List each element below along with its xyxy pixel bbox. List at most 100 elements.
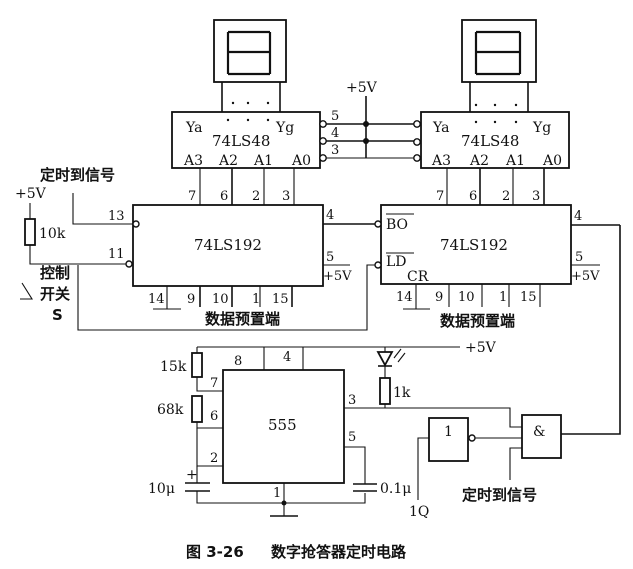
input-a0: A0 — [542, 153, 562, 169]
switch-s — [20, 282, 33, 300]
pin-label: 14 — [148, 292, 165, 307]
data-preset-label: 数据预置端 — [205, 310, 280, 328]
pin-label: 13 — [108, 209, 125, 224]
pin-label: 1 — [499, 290, 507, 305]
right-bcd-bus: 7 6 2 3 — [436, 168, 545, 205]
pin-label: 4 — [574, 209, 582, 224]
left-seven-segment-display — [213, 19, 287, 112]
ya-label: Ya — [185, 120, 203, 136]
resistor-label: 10k — [39, 226, 66, 242]
ya-label: Ya — [432, 120, 450, 136]
supply-label: +5V — [346, 80, 378, 96]
resistor-68k — [191, 395, 203, 423]
and-input-label: 定时到信号 — [462, 486, 537, 504]
input-a3: A3 — [431, 153, 451, 169]
counter-part-label: 74LS192 — [440, 236, 508, 254]
pin-label: 2 — [502, 189, 510, 204]
pin-label: 10 — [458, 290, 475, 305]
switch-name: S — [52, 306, 63, 324]
counter-part-label: 74LS192 — [194, 236, 262, 254]
bo-label: BO — [386, 217, 408, 233]
pin-label: 3 — [331, 143, 339, 158]
figure-caption: 图 3-26 数字抢答器定时电路 — [186, 543, 407, 561]
pin-label: 5 — [326, 250, 334, 265]
pin-label: 2 — [252, 189, 260, 204]
polarity-mark: + — [186, 467, 198, 483]
input-a1: A1 — [505, 153, 525, 169]
control-switch-circuit: 定时到信号 +5V 10k 控制 开关 S — [15, 166, 133, 324]
timer-555: 555 +5V 8 4 15k 7 68k 6 2 + 10μ 1 5 — [148, 340, 522, 517]
input-a2: A2 — [469, 153, 489, 169]
timer-part-label: 555 — [268, 416, 297, 434]
input-a1: A1 — [253, 153, 273, 169]
pin-label: 6 — [210, 409, 218, 424]
timer-signal-label: 定时到信号 — [40, 166, 115, 184]
resistor-1k — [379, 377, 391, 405]
supply-label: +5V — [323, 269, 352, 284]
inverter-input-label: 1Q — [409, 504, 429, 520]
right-seven-segment-display — [461, 19, 537, 112]
pin-label: 7 — [436, 189, 444, 204]
cr-label: CR — [407, 269, 429, 285]
led-icon — [376, 348, 406, 367]
resistor-10k — [24, 218, 36, 246]
left-decoder-74ls48: Ya Yg 74LS48 A3 A2 A1 A0 — [171, 111, 321, 169]
supply-label: +5V — [15, 186, 47, 202]
supply-label: +5V — [571, 269, 600, 284]
pin-label: 11 — [108, 247, 125, 262]
pin-label: 9 — [187, 292, 195, 307]
pin-label: 3 — [532, 189, 540, 204]
ld-label: LD — [386, 254, 407, 270]
yg-label: Yg — [532, 120, 551, 136]
input-a2: A2 — [218, 153, 238, 169]
pin-label: 7 — [210, 376, 218, 391]
pin-label: 3 — [282, 189, 290, 204]
resistor-label: 68k — [157, 402, 184, 418]
figure-number: 图 3-26 — [186, 543, 244, 561]
yg-label: Yg — [275, 120, 294, 136]
logic-gates: 1 1Q & 定时到信号 — [409, 225, 621, 520]
resistor-15k — [191, 352, 203, 378]
input-a0: A0 — [291, 153, 311, 169]
capacitor-label: 0.1μ — [380, 481, 411, 497]
pin-label: 1 — [273, 486, 281, 501]
decoder-part-label: 74LS48 — [212, 132, 270, 150]
pin-label: 5 — [348, 430, 356, 445]
decoder-control-lines: +5V 5 4 3 — [319, 80, 414, 162]
pin-label: 6 — [469, 189, 477, 204]
switch-label: 开关 — [40, 285, 70, 303]
pin-label: 8 — [234, 354, 242, 369]
pin-label: 4 — [283, 350, 291, 365]
pin-label: 4 — [326, 208, 334, 223]
and-symbol: & — [533, 424, 545, 440]
pin-label: 14 — [396, 290, 413, 305]
figure-title: 数字抢答器定时电路 — [271, 543, 407, 561]
ld-feedback-wire — [77, 264, 375, 331]
resistor-label: 15k — [160, 359, 187, 375]
input-a3: A3 — [183, 153, 203, 169]
pin-label: 5 — [575, 250, 583, 265]
switch-label: 控制 — [40, 264, 70, 282]
pin-label: 7 — [188, 189, 196, 204]
resistor-label: 1k — [393, 385, 411, 401]
left-bcd-bus: 7 6 2 3 — [188, 168, 295, 205]
pin-label: 3 — [348, 393, 356, 408]
pin-label: 6 — [220, 189, 228, 204]
inverter-symbol: 1 — [444, 424, 453, 440]
pin-label: 5 — [331, 109, 339, 124]
pin-label: 9 — [435, 290, 443, 305]
pin-label: 4 — [331, 126, 339, 141]
supply-label: +5V — [465, 340, 497, 356]
pin-label: 1 — [252, 292, 260, 307]
capacitor-label: 10μ — [148, 481, 175, 497]
left-counter-74ls192: 74LS192 13 11 4 5 +5V 14 9 10 1 15 数据预置端 — [108, 204, 378, 328]
right-decoder-74ls48: Ya Yg 74LS48 A3 A2 A1 A0 — [413, 111, 570, 169]
pin-label: 2 — [210, 451, 218, 466]
pin-label: 15 — [272, 292, 289, 307]
and-gate — [521, 414, 562, 459]
pin-label: 10 — [212, 292, 229, 307]
right-counter-74ls192: 74LS192 BO LD CR 4 5 +5V 14 9 10 1 15 数据… — [374, 204, 620, 330]
inverter-gate — [428, 417, 469, 462]
